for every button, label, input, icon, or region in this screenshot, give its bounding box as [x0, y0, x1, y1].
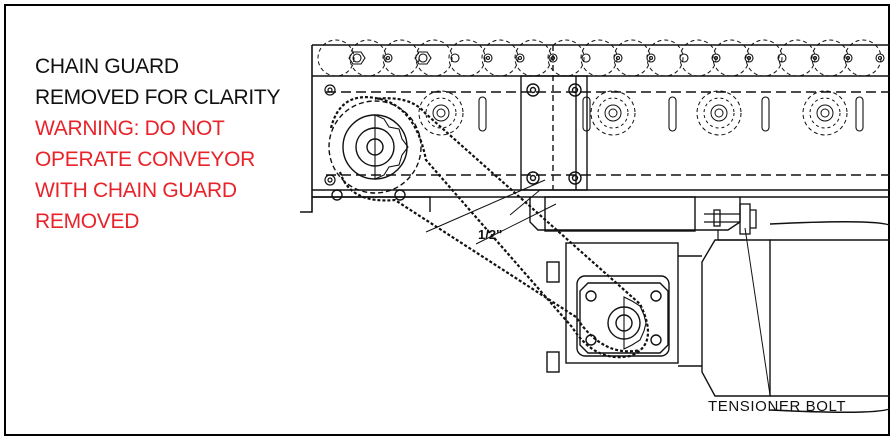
chain-pitch-label: 1/2" — [478, 227, 503, 242]
gear-reducer — [546, 242, 702, 373]
drive-chain — [329, 96, 650, 359]
warning-line-4: REMOVED — [35, 210, 140, 233]
note-line-chain-guard: CHAIN GUARD — [35, 55, 179, 78]
tensioner-bolt — [704, 203, 757, 235]
notes-block: CHAIN GUARD REMOVED FOR CLARITY WARNING:… — [35, 51, 295, 237]
note-line-removed-for-clarity: REMOVED FOR CLARITY — [35, 86, 281, 109]
tensioner-bolt-label: TENSIONER BOLT — [708, 398, 847, 415]
drawing-border — [4, 4, 890, 436]
splice-plate — [520, 75, 588, 191]
warning-line-2: OPERATE CONVEYOR — [35, 148, 256, 171]
warning-line-3: WITH CHAIN GUARD — [35, 179, 237, 202]
motor — [701, 221, 890, 413]
drive-sprocket — [328, 100, 422, 194]
warning-line-1: WARNING: DO NOT — [35, 117, 225, 140]
